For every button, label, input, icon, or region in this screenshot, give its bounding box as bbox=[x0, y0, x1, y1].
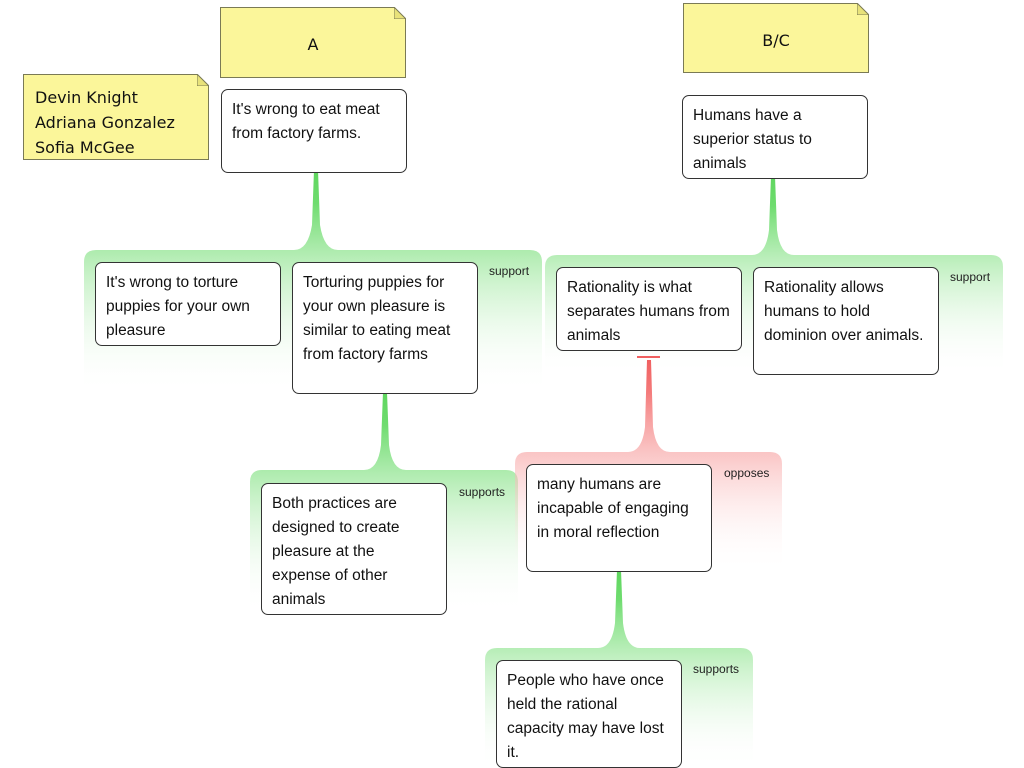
claim-bc-main[interactable]: Humans have a superior status to animals bbox=[682, 95, 868, 179]
claim-a-reason-2[interactable]: Torturing puppies for your own pleasure … bbox=[292, 262, 478, 394]
author-name: Devin Knight bbox=[35, 88, 138, 107]
claim-a-reason-2-support[interactable]: Both practices are designed to create pl… bbox=[261, 483, 447, 615]
note-a[interactable]: A bbox=[220, 7, 406, 78]
relation-label-supports: supports bbox=[459, 485, 506, 499]
relation-label-support: support bbox=[950, 270, 991, 284]
claim-bc-reason-2[interactable]: Rationality allows humans to hold domini… bbox=[753, 267, 939, 375]
note-a-title: A bbox=[307, 35, 319, 54]
claim-bc-reason-1[interactable]: Rationality is what separates humans fro… bbox=[556, 267, 742, 351]
claim-bc-objection-support[interactable]: People who have once held the rational c… bbox=[496, 660, 682, 768]
page-fold-icon bbox=[394, 7, 406, 19]
relation-label-support: support bbox=[489, 264, 530, 278]
claim-a-reason-1[interactable]: It's wrong to torture puppies for your o… bbox=[95, 262, 281, 346]
note-authors[interactable]: Devin Knight Adriana Gonzalez Sofia McGe… bbox=[23, 74, 209, 160]
page-fold-icon bbox=[197, 74, 209, 86]
claim-a-main[interactable]: It's wrong to eat meat from factory farm… bbox=[221, 89, 407, 173]
relation-label-opposes: opposes bbox=[724, 466, 770, 480]
author-name: Sofia McGee bbox=[35, 138, 135, 157]
author-list: Devin Knight Adriana Gonzalez Sofia McGe… bbox=[24, 75, 208, 160]
author-name: Adriana Gonzalez bbox=[35, 113, 175, 132]
note-bc[interactable]: B/C bbox=[683, 3, 869, 73]
note-bc-title: B/C bbox=[762, 31, 790, 50]
claim-bc-objection[interactable]: many humans are incapable of engaging in… bbox=[526, 464, 712, 572]
page-fold-icon bbox=[857, 3, 869, 15]
relation-label-supports: supports bbox=[693, 662, 740, 676]
